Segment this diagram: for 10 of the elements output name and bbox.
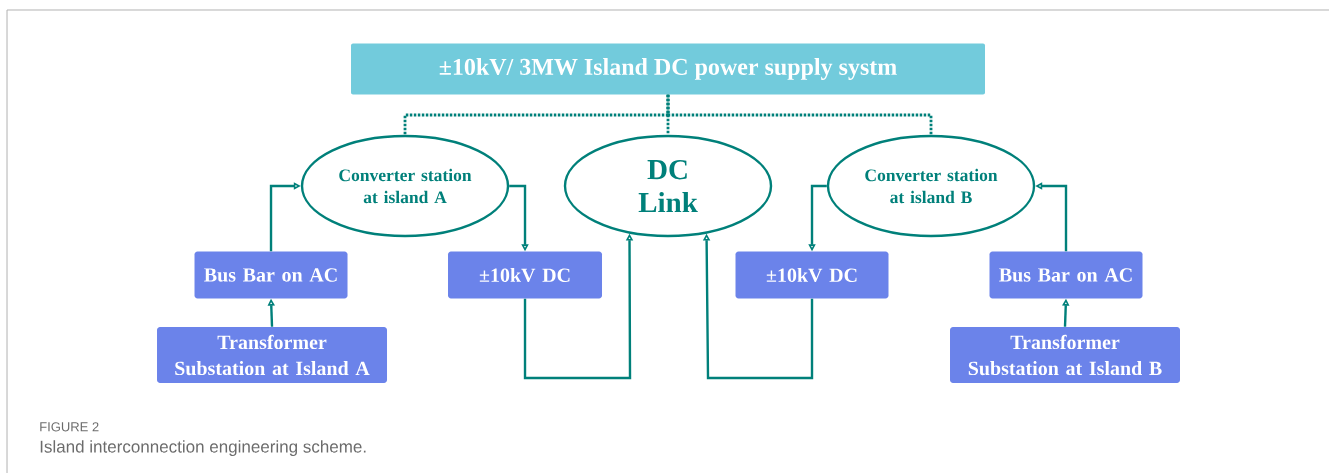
title-box: ±10kV/ 3MW Island DC power supply systm [351,43,985,95]
process-box: Transformer Substation at Island A [157,327,387,383]
process-box: ±10kV DC [448,251,602,299]
figure-number: FIGURE 2 [40,422,99,432]
process-box: Bus Bar on AC [989,251,1143,299]
process-box: Transformer Substation at Island B [950,327,1180,383]
process-box: ±10kV DC [735,251,889,299]
caption: Island interconnection engineering scheme. [40,440,366,457]
connector [666,94,933,135]
process-box: Bus Bar on AC [194,251,348,299]
